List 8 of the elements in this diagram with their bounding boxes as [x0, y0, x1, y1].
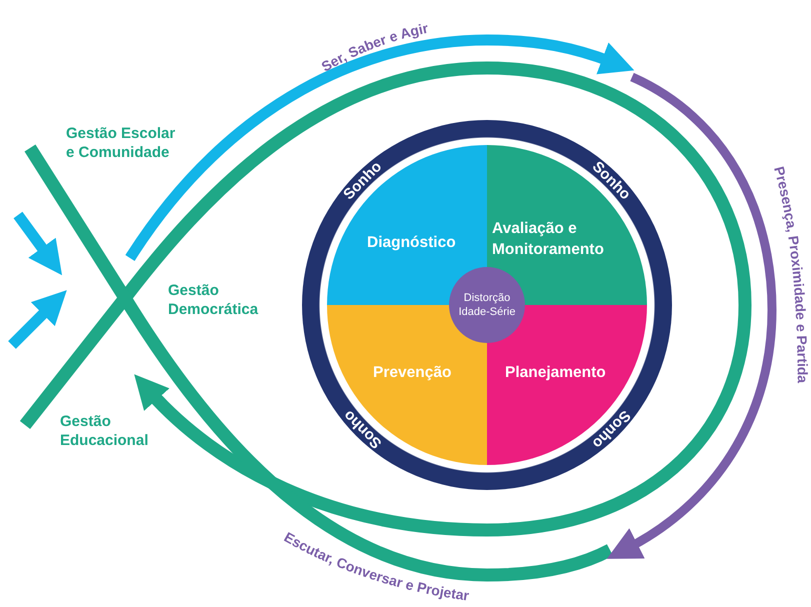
sector-text: Prevenção [373, 363, 452, 383]
sector-text: Avaliação e Monitoramento [492, 219, 605, 260]
side-label: Gestão Educacional [60, 412, 150, 450]
side-label: Gestão Escolar e Comunidade [66, 124, 176, 162]
sector-text: Diagnóstico [367, 233, 456, 253]
sector-text: Planejamento [505, 363, 606, 383]
side-label: Gestão Democrática [168, 281, 260, 319]
center-text: Distorção Idade-Série [458, 291, 516, 319]
